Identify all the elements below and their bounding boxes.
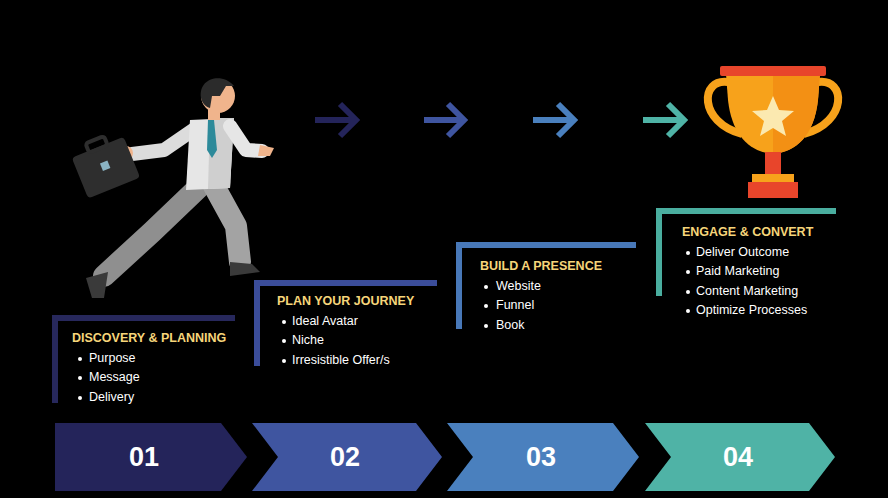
step-box: PLAN YOUR JOURNEYIdeal AvatarNicheIrresi… [254, 280, 437, 366]
step-number: 03 [455, 423, 627, 491]
bullet-row: Message [52, 368, 255, 388]
leg [214, 186, 240, 262]
shoe [230, 262, 260, 276]
bullet-dot [686, 251, 690, 255]
bullet-text: Niche [292, 331, 457, 351]
bullet-dot [686, 309, 690, 313]
trophy-cup [726, 74, 820, 154]
step-number: 01 [55, 423, 233, 491]
bullet-row: Irresistible Offer/s [254, 351, 457, 371]
bullet-row: Website [456, 277, 656, 297]
bullet-dot [282, 339, 286, 343]
businessman [69, 78, 274, 298]
deco-arrow [643, 104, 684, 136]
briefcase-handle [85, 136, 107, 153]
bullet-text: Funnel [496, 296, 656, 316]
step-chevron: 03 [447, 423, 639, 491]
step-content: ENGAGE & CONVERTDeliver OutcomePaid Mark… [656, 223, 856, 321]
leg [104, 188, 198, 276]
bullet-text: Book [496, 316, 656, 336]
hand [258, 145, 274, 156]
deco-arrow [315, 104, 684, 136]
bullet-text: Website [496, 277, 656, 297]
bullet-text: Message [89, 368, 255, 388]
step-title: DISCOVERY & PLANNING [72, 329, 255, 349]
bullet-text: Optimize Processes [696, 301, 856, 321]
bullet-dot [484, 285, 488, 289]
briefcase [69, 129, 140, 198]
bracket-line [656, 208, 662, 296]
trophy-stem [765, 152, 781, 176]
step-chevron: 01 [55, 423, 247, 491]
bullet-row: Content Marketing [656, 282, 856, 302]
bullet-dot [686, 290, 690, 294]
bullet-dot [484, 304, 488, 308]
bullet-text: Purpose [89, 349, 255, 369]
deco-arrow [424, 104, 464, 136]
bullet-row: Deliver Outcome [656, 243, 856, 263]
step-content: BUILD A PRESENCEWebsiteFunnelBook [456, 257, 656, 335]
tie [207, 120, 217, 158]
bullet-dot [686, 270, 690, 274]
step-box: ENGAGE & CONVERTDeliver OutcomePaid Mark… [656, 208, 836, 296]
arm [230, 126, 262, 151]
bullet-row: Delivery [52, 388, 255, 408]
step-content: PLAN YOUR JOURNEYIdeal AvatarNicheIrresi… [254, 292, 457, 370]
step-title: PLAN YOUR JOURNEY [277, 292, 457, 312]
bullet-row: Niche [254, 331, 457, 351]
trophy-base [752, 174, 794, 182]
bullet-row: Optimize Processes [656, 301, 856, 321]
bracket-line [656, 208, 836, 214]
bracket-line [456, 242, 636, 248]
bullet-dot [78, 357, 82, 361]
trophy-base [748, 182, 798, 198]
step-number: 02 [260, 423, 430, 491]
bullet-row: Funnel [456, 296, 656, 316]
bracket-line [456, 242, 462, 329]
bracket-line [254, 280, 437, 286]
bullet-row: Book [456, 316, 656, 336]
trophy [708, 66, 838, 198]
step-title: ENGAGE & CONVERT [682, 223, 856, 243]
bullet-text: Paid Marketing [696, 262, 856, 282]
step-content: DISCOVERY & PLANNINGPurposeMessageDelive… [52, 329, 255, 407]
bullet-text: Delivery [89, 388, 255, 408]
briefcase-body [72, 137, 140, 199]
bullet-row: Ideal Avatar [254, 312, 457, 332]
bullet-row: Purpose [52, 349, 255, 369]
bullet-text: Deliver Outcome [696, 243, 856, 263]
bullet-dot [484, 324, 488, 328]
bullet-text: Content Marketing [696, 282, 856, 302]
chevron-fill [55, 423, 247, 491]
briefcase-lock [100, 161, 110, 171]
deco-arrow [533, 104, 574, 136]
bullet-row: Paid Marketing [656, 262, 856, 282]
step-box: BUILD A PRESENCEWebsiteFunnelBook [456, 242, 636, 329]
bullet-dot [282, 320, 286, 324]
bullet-text: Ideal Avatar [292, 312, 457, 332]
trophy-star [752, 96, 794, 136]
chevron-fill [252, 423, 442, 491]
chevron-fill [645, 423, 835, 491]
step-title: BUILD A PRESENCE [480, 257, 656, 277]
bullet-text: Irresistible Offer/s [292, 351, 457, 371]
step-box: DISCOVERY & PLANNINGPurposeMessageDelive… [52, 315, 235, 403]
bullet-dot [78, 376, 82, 380]
deco-arrow [315, 104, 356, 136]
bracket-line [52, 315, 235, 321]
trophy-rim [720, 66, 826, 76]
bullet-dot [78, 396, 82, 400]
arm [132, 128, 196, 154]
bracket-line [254, 280, 260, 366]
step-chevron: 02 [252, 423, 442, 491]
hair [201, 78, 234, 108]
bullet-dot [282, 359, 286, 363]
chevron-fill [447, 423, 639, 491]
bracket-line [52, 315, 58, 403]
step-number: 04 [653, 423, 823, 491]
step-chevron: 04 [645, 423, 835, 491]
head [201, 79, 235, 113]
shoe [86, 272, 108, 298]
